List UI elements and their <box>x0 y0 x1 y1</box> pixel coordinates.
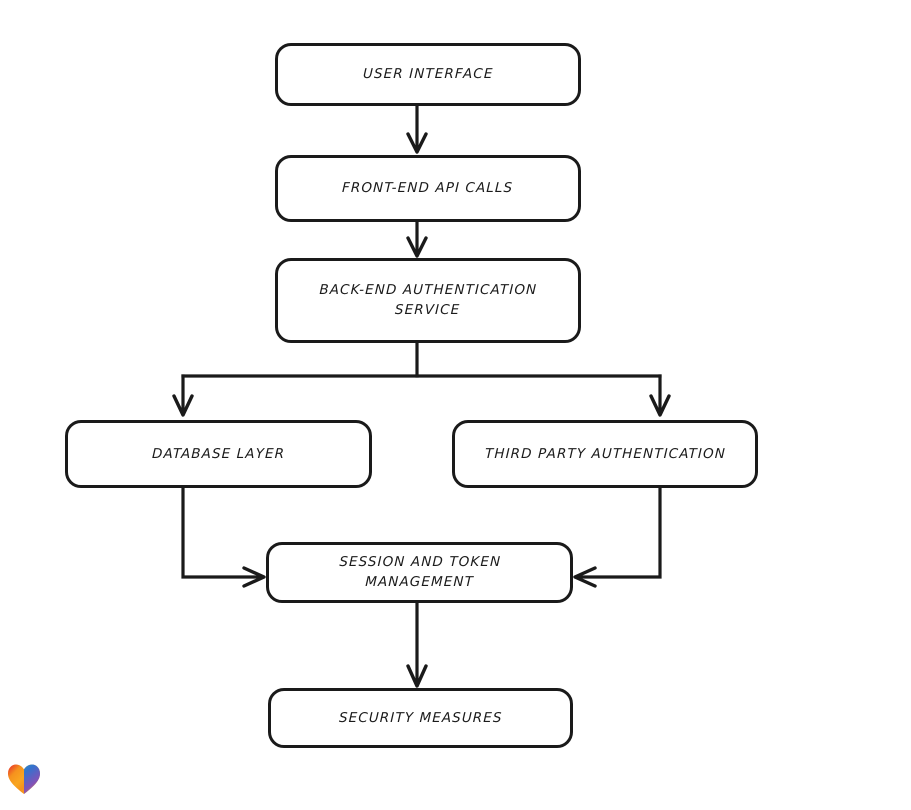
edge-session-to-security <box>406 601 428 688</box>
node-security-measures[interactable]: SECURITY MEASURES <box>268 688 573 748</box>
edge-third-to-session <box>573 486 662 588</box>
edge-ui-to-api <box>406 104 428 154</box>
node-third-party-auth[interactable]: THIRD PARTY AUTHENTICATION <box>452 420 758 488</box>
node-session-token-mgmt[interactable]: SESSION AND TOKEN MANAGEMENT <box>266 542 573 603</box>
node-label-session-token-mgmt: SESSION AND TOKEN MANAGEMENT <box>338 554 502 591</box>
edge-backend-to-third <box>649 374 671 417</box>
node-label-back-end-auth-service: BACK-END AUTHENTICATION SERVICE <box>319 282 538 319</box>
edge-db-to-session <box>181 486 266 588</box>
node-label-front-end-api-calls: FRONT-END API CALLS <box>342 180 514 197</box>
node-database-layer[interactable]: DATABASE LAYER <box>65 420 372 488</box>
node-back-end-auth-service[interactable]: BACK-END AUTHENTICATION SERVICE <box>275 258 581 343</box>
heart-icon <box>8 764 40 794</box>
node-front-end-api-calls[interactable]: FRONT-END API CALLS <box>275 155 581 222</box>
edge-api-to-backend <box>406 220 428 258</box>
edge-backend-to-db <box>172 374 194 417</box>
edge-backend-split-trunk <box>181 341 662 378</box>
node-label-third-party-auth: THIRD PARTY AUTHENTICATION <box>484 445 726 462</box>
node-user-interface[interactable]: USER INTERFACE <box>275 43 581 106</box>
node-label-user-interface: USER INTERFACE <box>362 66 494 83</box>
node-label-database-layer: DATABASE LAYER <box>151 445 286 462</box>
node-label-security-measures: SECURITY MEASURES <box>338 709 503 726</box>
